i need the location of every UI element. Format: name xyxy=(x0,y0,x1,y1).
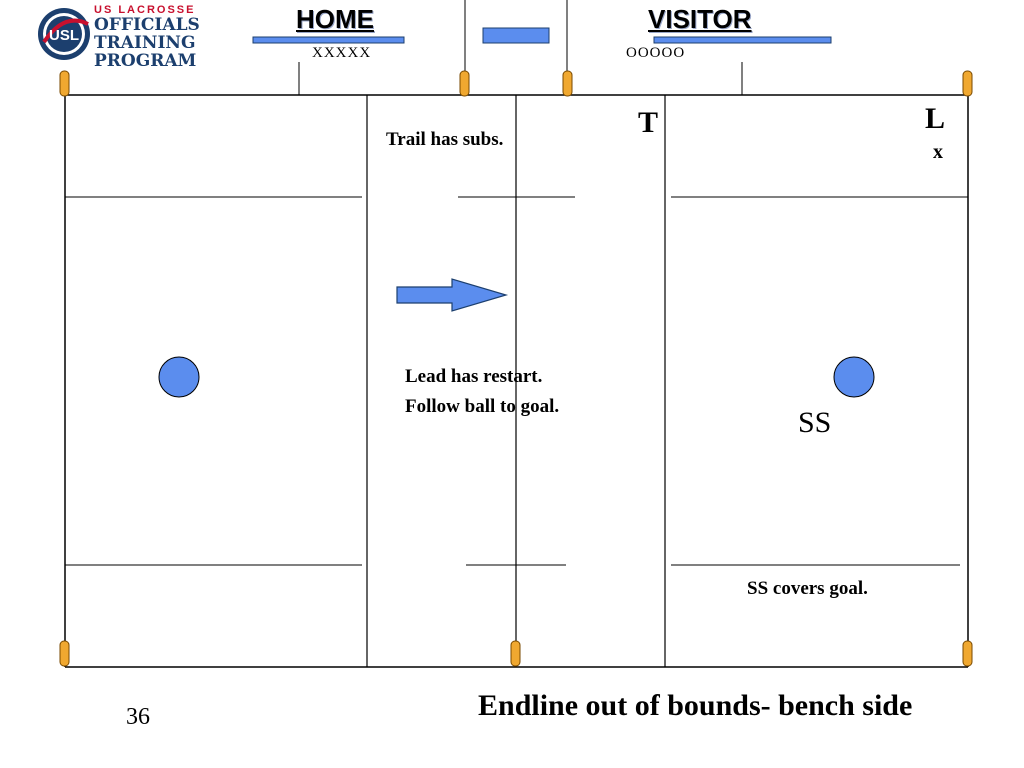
trail-subs-note: Trail has subs. xyxy=(386,129,504,150)
home-bench-bar xyxy=(252,36,405,44)
logo-line-program: PROGRAM xyxy=(94,51,197,71)
single-side-official-marker: SS xyxy=(798,406,832,439)
right-goal-crease xyxy=(833,356,875,398)
cone-icon xyxy=(459,70,470,97)
cone-icon xyxy=(962,70,973,97)
lead-position-mark: x xyxy=(933,141,943,163)
follow-ball-note: Follow ball to goal. xyxy=(405,396,560,417)
cone-icon xyxy=(59,640,70,667)
logo-line-us-lacrosse: US LACROSSE xyxy=(94,4,196,16)
cone-icon xyxy=(962,640,973,667)
usl-badge-icon: USL xyxy=(38,8,90,60)
slide-title: Endline out of bounds- bench side xyxy=(478,689,913,722)
left-goal-crease xyxy=(158,356,200,398)
home-bench-players: XXXXX xyxy=(312,45,372,61)
visitor-bench-bar xyxy=(653,36,832,44)
cone-icon xyxy=(59,70,70,97)
visitor-label: VISITOR xyxy=(648,4,752,34)
corner-cones xyxy=(59,70,973,667)
logo-line-officials: OFFICIALS xyxy=(94,15,200,35)
lead-official-marker: L xyxy=(925,102,946,135)
cone-icon xyxy=(562,70,573,97)
arrow-right-icon xyxy=(396,278,509,312)
table-area-bar xyxy=(482,27,550,44)
cone-icon xyxy=(510,640,521,667)
ss-covers-note: SS covers goal. xyxy=(747,578,868,599)
logo-line-training: TRAINING xyxy=(94,33,196,53)
usl-officials-logo: USL xyxy=(36,4,206,74)
lead-restart-note: Lead has restart. xyxy=(405,366,543,387)
slide-number: 36 xyxy=(126,704,150,730)
badge-text: USL xyxy=(49,27,79,44)
visitor-bench-players: OOOOO xyxy=(626,45,686,61)
trail-official-marker: T xyxy=(638,106,659,139)
home-label: HOME xyxy=(296,4,374,34)
